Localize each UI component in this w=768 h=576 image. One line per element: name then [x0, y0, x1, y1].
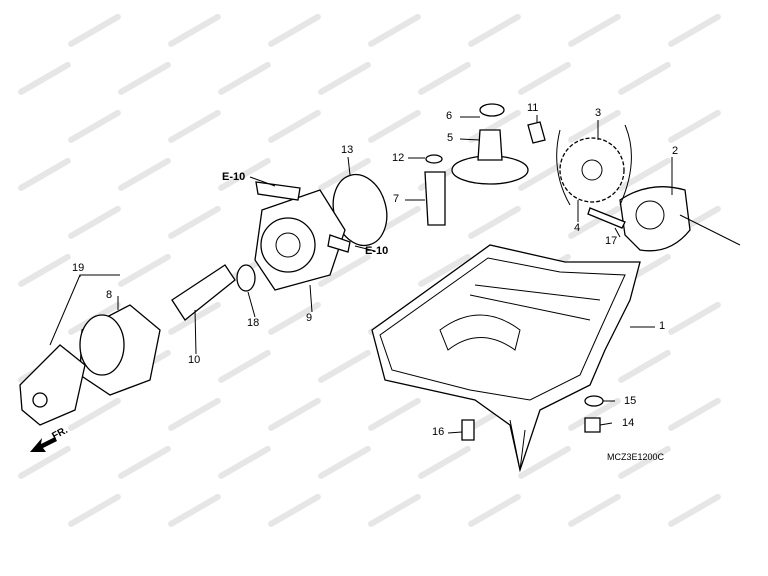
callout-7: 7 — [393, 193, 400, 205]
bolt-11-part — [527, 121, 546, 144]
strainer-part — [451, 103, 529, 185]
callout-11: 11 — [527, 102, 539, 114]
callout-4: 4 — [574, 222, 581, 234]
diagram-code: MCZ3E1200C — [607, 452, 665, 462]
connector-e10-top: E-10 — [222, 171, 246, 183]
sprocket-chain-part — [556, 124, 632, 206]
callout-2: 2 — [672, 145, 679, 157]
connector-e10-right: E-10 — [365, 245, 389, 257]
callout-15: 15 — [624, 395, 637, 407]
oil-cooler-part — [254, 181, 351, 291]
callout-9: 9 — [306, 312, 313, 324]
oil-pump-part — [619, 186, 741, 252]
callout-8: 8 — [106, 289, 113, 301]
callout-12: 12 — [392, 152, 405, 164]
washer-15-part — [584, 395, 604, 407]
leader-lines — [49, 115, 673, 434]
callout-10: 10 — [188, 354, 201, 366]
oil-pan-part — [371, 244, 641, 473]
oil-filter-part — [79, 304, 161, 396]
callout-3: 3 — [595, 107, 602, 119]
callout-16: 16 — [432, 426, 445, 438]
callout-14: 14 — [622, 417, 635, 429]
callout-5: 5 — [447, 132, 454, 144]
callout-17: 17 — [605, 235, 618, 247]
callout-6: 6 — [446, 110, 453, 122]
drain-bolt-14-part — [584, 417, 601, 433]
callout-19: 19 — [72, 262, 85, 274]
bolt-17-part — [587, 207, 626, 229]
bolt-16-part — [461, 419, 475, 441]
pipe-7-part — [424, 171, 446, 226]
filter-wrench-part — [19, 344, 86, 426]
washer-18-part — [236, 264, 256, 292]
callout-13: 13 — [341, 144, 354, 156]
o-ring-12-part — [425, 154, 443, 164]
callout-18: 18 — [247, 317, 260, 329]
front-arrow-icon — [30, 437, 57, 452]
bolt-10-part — [171, 264, 236, 321]
callout-1: 1 — [659, 320, 666, 332]
